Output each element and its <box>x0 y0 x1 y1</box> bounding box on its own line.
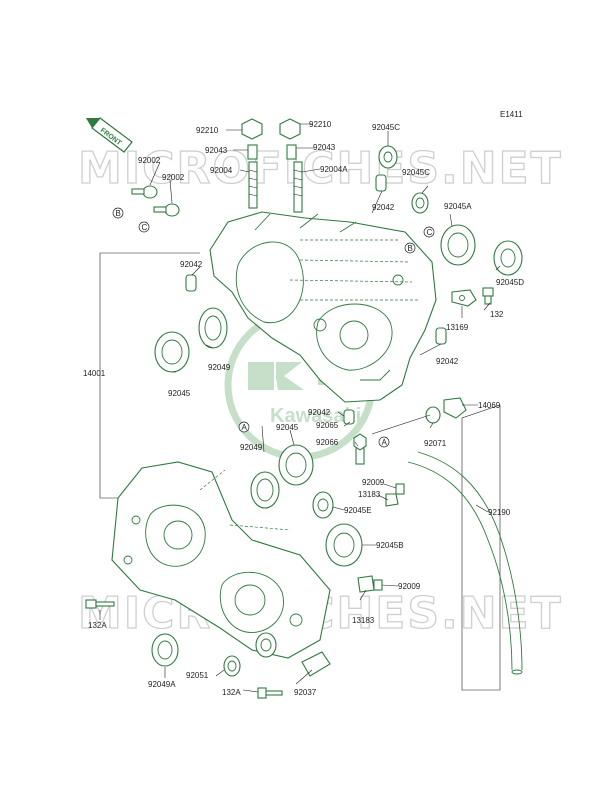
part-label: 92210 <box>196 126 219 135</box>
breather-hose <box>407 397 523 675</box>
logo-text: Kawasaki <box>270 405 361 427</box>
bolts <box>85 287 494 699</box>
part-label: 92042 <box>436 357 459 366</box>
screws-92002 <box>131 185 180 217</box>
part-label: 92037 <box>294 688 317 697</box>
leader-lines <box>99 123 501 693</box>
part-label: 92042 <box>308 408 331 417</box>
part-label: 92045C <box>402 168 430 177</box>
part-label: 14069 <box>478 401 501 410</box>
part-label: 92043 <box>205 146 228 155</box>
callout-c-2: C <box>427 228 433 237</box>
upper-crankcase <box>209 211 437 403</box>
part-label: 92045D <box>496 278 524 287</box>
part-label: 92065 <box>316 421 339 430</box>
part-label: 13183 <box>358 490 381 499</box>
lower-crankcase <box>111 461 331 659</box>
watermark-top: MICROFICHES.NET <box>78 143 563 194</box>
part-label: 92004A <box>320 165 348 174</box>
part-label: 92049 <box>240 443 263 452</box>
part-labels: 92210 92210 92045C 92043 92043 92002 920… <box>83 120 524 697</box>
part-label: 92045A <box>444 202 472 211</box>
dowel-pins <box>185 174 447 425</box>
bearings-and-seals <box>151 145 523 677</box>
callout-b-2: B <box>408 244 413 253</box>
part-label: 92002 <box>162 173 185 182</box>
callout-c-1: C <box>142 223 148 232</box>
assembly-brackets <box>99 252 501 691</box>
part-label: 13183 <box>352 616 375 625</box>
part-label: 92043 <box>313 143 336 152</box>
part-label: 92049A <box>148 680 176 689</box>
callout-a-1: A <box>242 423 248 432</box>
part-label: 92009 <box>362 478 385 487</box>
part-label: 92051 <box>186 671 209 680</box>
diagram-code: E1411 <box>500 110 523 119</box>
part-label: 92045E <box>344 506 372 515</box>
part-label: 92210 <box>309 120 332 129</box>
part-label: 92066 <box>316 438 339 447</box>
reference-callouts: B C B C A A <box>112 207 435 448</box>
part-label: 92009 <box>398 582 421 591</box>
part-label: 13169 <box>446 323 469 332</box>
part-label: 132 <box>490 310 504 319</box>
part-label: 92045B <box>376 541 404 550</box>
studs <box>241 118 303 213</box>
part-label: 92002 <box>138 156 161 165</box>
callout-a-2: A <box>382 438 388 447</box>
part-label: 14001 <box>83 369 106 378</box>
part-label: 92071 <box>424 439 447 448</box>
part-label: 92004 <box>210 166 233 175</box>
part-label: 132A <box>88 621 107 630</box>
part-label: 92045C <box>372 123 400 132</box>
part-label: 92045 <box>168 389 191 398</box>
part-label: 132A <box>222 688 241 697</box>
part-label: 92042 <box>372 203 395 212</box>
part-label: 92190 <box>488 508 511 517</box>
part-label: 92045 <box>276 423 299 432</box>
callout-b-1: B <box>116 209 121 218</box>
part-label: 92049 <box>208 363 231 372</box>
part-label: 92042 <box>180 260 203 269</box>
